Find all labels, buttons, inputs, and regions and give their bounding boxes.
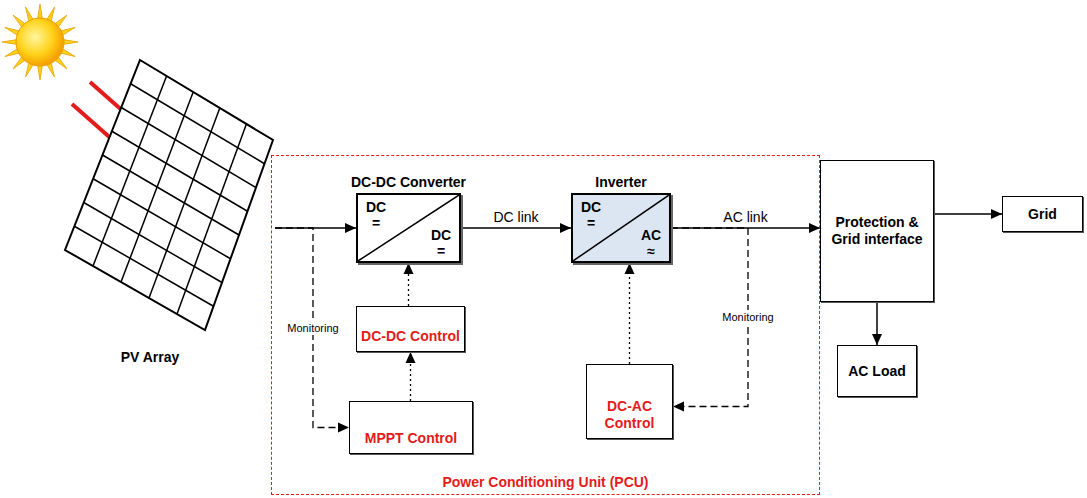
grid-box: Grid	[1002, 196, 1083, 232]
port-symbol: AC ≈	[639, 227, 663, 259]
control-box: DC-DC Control	[356, 306, 465, 352]
box-label: AC Load	[844, 361, 910, 382]
pv-panel	[60, 55, 275, 335]
pcu-region: Power Conditioning Unit (PCU) DC-DC Conve…	[271, 155, 820, 495]
port-symbol: DC =	[364, 199, 388, 231]
power-flow-arrow	[934, 213, 1002, 215]
control-signal	[408, 263, 409, 306]
load-box: AC Load	[837, 345, 917, 397]
sun	[16, 18, 64, 66]
edge-label: Monitoring	[720, 310, 775, 324]
power-flow-arrow	[876, 302, 878, 345]
edge-label: Monitoring	[285, 321, 340, 335]
box-label: DC-DC Control	[357, 326, 464, 347]
inverter-box: InverterDC =AC ≈	[571, 193, 671, 263]
port-symbol: DC =	[579, 199, 603, 231]
sun-rays	[2, 4, 78, 80]
box-label: MPPT Control	[350, 428, 472, 449]
edge-label: DC link	[493, 209, 538, 225]
array-label: PV Array	[121, 349, 180, 365]
edge-label: AC link	[723, 209, 767, 225]
interface-box: Protection & Grid interface	[820, 160, 934, 302]
converter-box: DC-DC ConverterDC =DC =	[356, 193, 461, 263]
power-flow-arrow	[461, 227, 571, 229]
control-box: MPPT Control	[349, 401, 473, 454]
box-label: DC-AC Control	[587, 396, 672, 434]
control-box: DC-AC Control	[586, 364, 673, 439]
control-signal	[629, 263, 630, 364]
control-signal	[410, 352, 411, 401]
box-label: Grid	[1024, 204, 1061, 225]
block-heading: Inverter	[595, 174, 646, 190]
pv-array: PV Array	[60, 55, 275, 335]
block-heading: DC-DC Converter	[351, 174, 466, 190]
region-label: Power Conditioning Unit (PCU)	[272, 474, 819, 490]
monitoring-line	[275, 228, 349, 428]
port-symbol: DC =	[429, 227, 453, 259]
box-label: Protection & Grid interface	[821, 212, 933, 250]
